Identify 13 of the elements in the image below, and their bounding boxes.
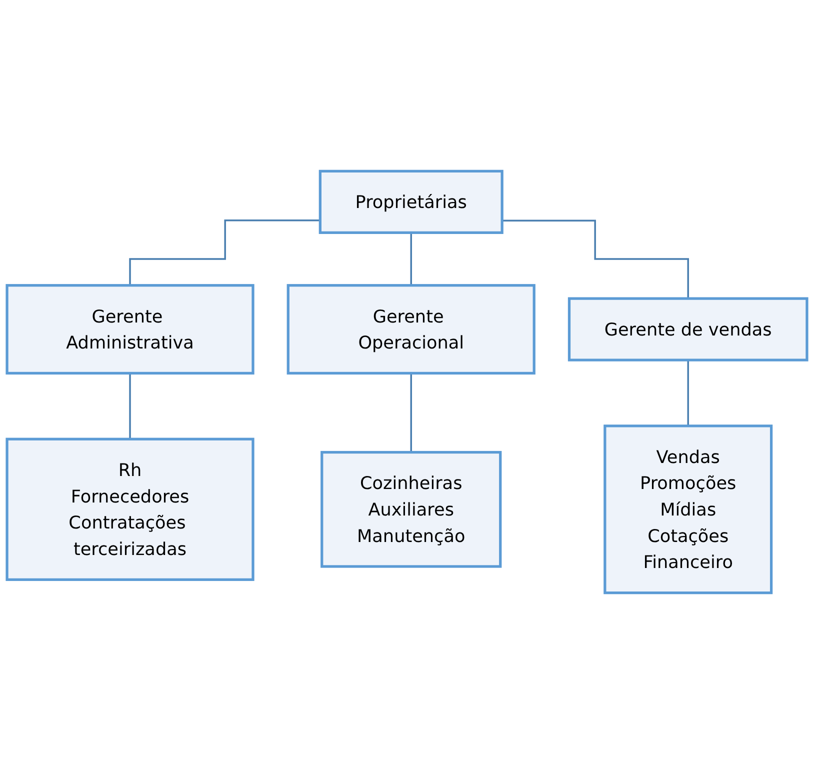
- connector: [129, 372, 131, 440]
- node-box: Rh Fornecedores Contratações terceirizadas: [6, 438, 254, 581]
- node-box: Gerente Operacional: [286, 284, 536, 375]
- node-box: Gerente Administrativa: [6, 284, 254, 375]
- node-box: Cozinheiras Auxiliares Manutenção: [320, 450, 502, 568]
- connector: [410, 372, 412, 454]
- connector: [502, 220, 689, 300]
- node-box: Vendas Promoções Mídias Cotações Financeiro: [604, 424, 773, 594]
- node-box: Proprietárias: [318, 170, 504, 234]
- node-box: Gerente de vendas: [568, 297, 808, 362]
- connector: [687, 359, 689, 427]
- connector: [410, 232, 412, 286]
- connector: [129, 220, 320, 286]
